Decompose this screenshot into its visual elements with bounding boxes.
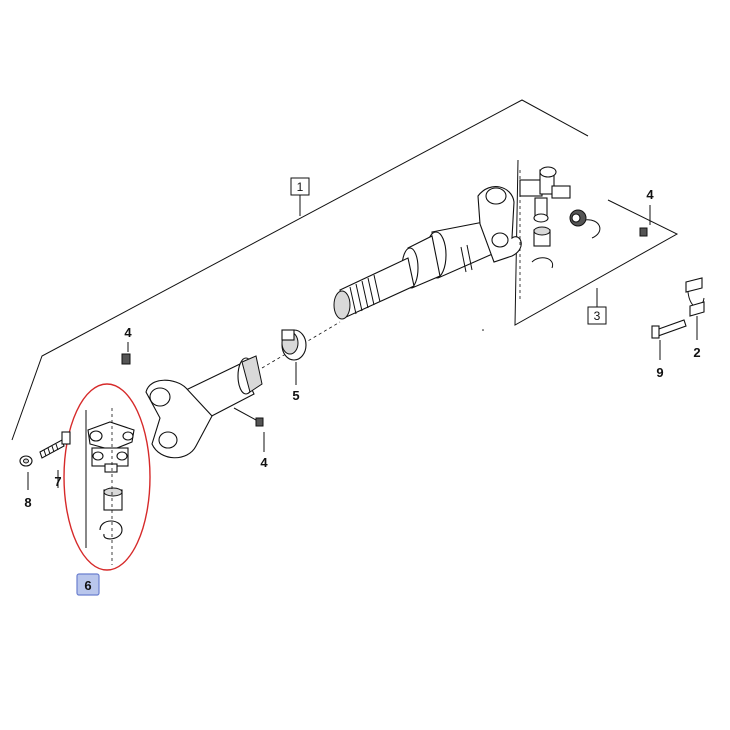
callout-6-label: 6 bbox=[84, 578, 91, 593]
callout-box-1: 1 bbox=[290, 177, 310, 216]
callout-2-label: 2 bbox=[693, 345, 700, 360]
rear-universal-joint bbox=[519, 166, 601, 300]
callout-7-label: 7 bbox=[54, 474, 61, 489]
callout-5-label: 5 bbox=[292, 388, 299, 403]
bolt-4-middle bbox=[233, 407, 265, 452]
callout-4-left: 4 bbox=[124, 325, 132, 340]
washer-8 bbox=[19, 455, 33, 490]
assembly-outline-1 bbox=[11, 99, 589, 441]
bolt-4-rear bbox=[639, 205, 651, 237]
callout-1-label: 1 bbox=[297, 180, 304, 194]
callout-box-3: 3 bbox=[587, 288, 607, 325]
strap-clamp-2 bbox=[685, 277, 705, 340]
callout-3-label: 3 bbox=[594, 309, 601, 323]
callout-box-6[interactable]: 6 bbox=[76, 573, 100, 596]
callout-4-rear: 4 bbox=[646, 187, 654, 202]
callout-4-middle: 4 bbox=[260, 455, 268, 470]
spline-lines bbox=[349, 274, 381, 315]
callout-8-label: 8 bbox=[24, 495, 31, 510]
highlight-ring bbox=[63, 383, 151, 571]
seal-cap-5 bbox=[281, 329, 307, 385]
stray-mark bbox=[482, 329, 484, 331]
bolt-7 bbox=[39, 431, 71, 488]
universal-joint-kit-6 bbox=[85, 408, 135, 565]
bolt-9 bbox=[651, 319, 687, 360]
bolt-4-left bbox=[121, 342, 131, 365]
callout-9-label: 9 bbox=[656, 365, 663, 380]
drive-shaft bbox=[145, 186, 522, 459]
